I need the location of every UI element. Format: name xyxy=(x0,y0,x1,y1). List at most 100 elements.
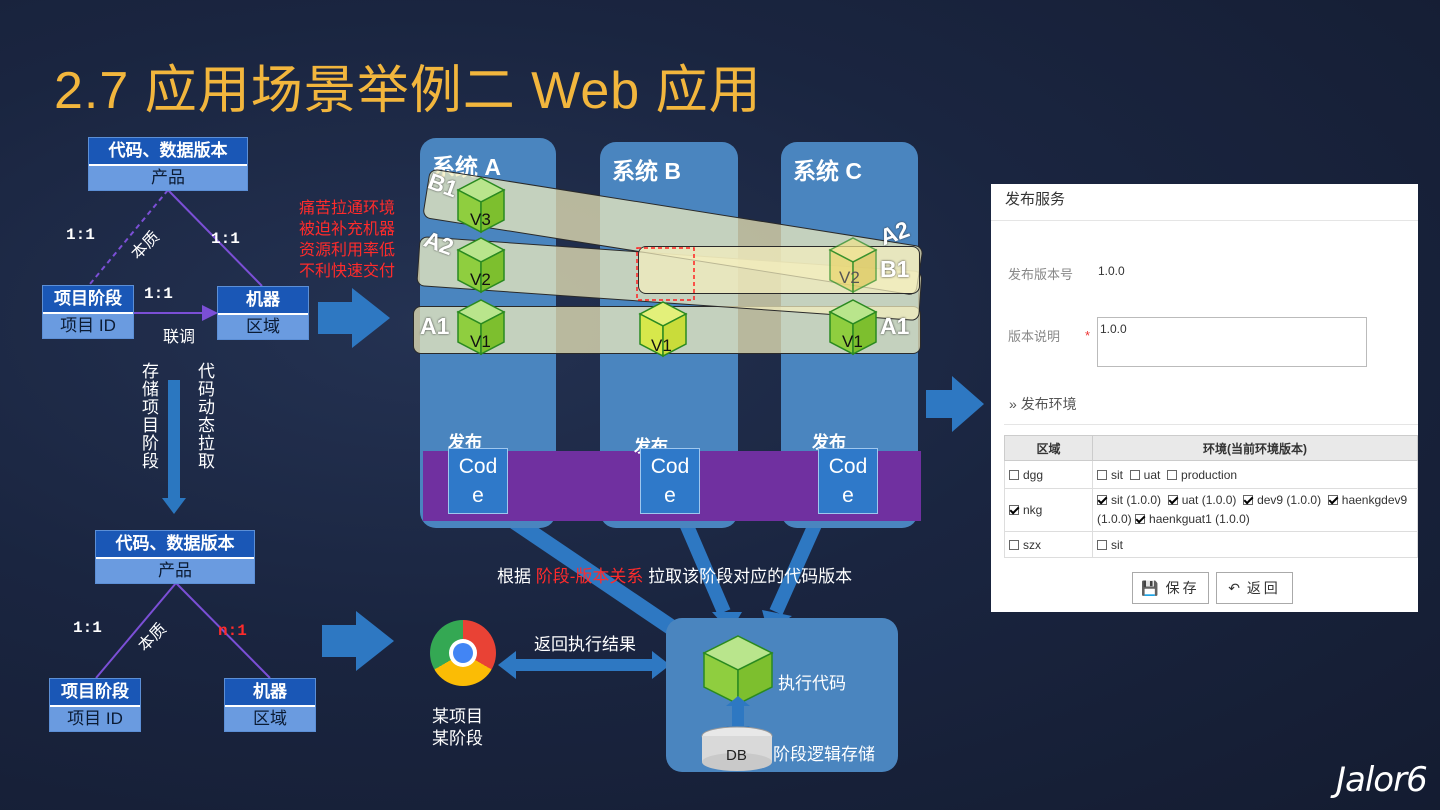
region-checkbox[interactable] xyxy=(1009,505,1019,515)
browser-caption-line: 某项目 xyxy=(432,707,483,726)
region-cell: szx xyxy=(1004,531,1093,558)
browser-caption-line: 某阶段 xyxy=(432,729,483,748)
cube-label: V1 xyxy=(842,332,863,351)
env-section-label: 发布环境 xyxy=(1020,396,1077,412)
product-box-top: 代码、数据版本 产品 xyxy=(88,137,248,191)
ratio-left-bottom: 1:1 xyxy=(73,619,102,637)
region-name: dgg xyxy=(1023,467,1044,482)
fetch-caption-highlight: 阶段-版本关系 xyxy=(535,567,644,586)
env-name: uat (1.0.0) xyxy=(1181,493,1237,507)
region-checkbox[interactable] xyxy=(1009,539,1019,550)
code-doc-icon: Cod e xyxy=(448,448,508,514)
browser-caption: 某项目 某阶段 xyxy=(432,706,483,750)
back-arrow-icon: ↶ xyxy=(1228,580,1240,596)
region-cell: dgg xyxy=(1004,460,1093,489)
cube-label: V1 xyxy=(470,332,491,351)
version-label: 发布版本号 xyxy=(1008,267,1074,282)
save-label: 保存 xyxy=(1165,580,1200,596)
env-checkbox[interactable] xyxy=(1327,495,1338,505)
product-body: 产品 xyxy=(89,166,247,190)
stage-header: 项目阶段 xyxy=(50,679,140,707)
ratio-mid-top: 1:1 xyxy=(144,285,173,303)
env-cell: sit (1.0.0) uat (1.0.0) dev9 (1.0.0) hae… xyxy=(1092,488,1418,532)
ratio-right-bottom: n:1 xyxy=(218,622,247,640)
region-cell: nkg xyxy=(1004,488,1093,532)
env-name: uat xyxy=(1143,467,1161,482)
jalor-logo: Jalor6 xyxy=(1336,760,1428,800)
publish-service-panel: 发布服务 发布版本号 1.0.0 版本说明 * 1.0.0 » 发布环境 区域 … xyxy=(991,184,1418,612)
machine-body: 区域 xyxy=(218,315,308,339)
env-name: dev9 (1.0.0) xyxy=(1257,493,1322,507)
table-row: dgg sit uat production xyxy=(1004,460,1418,489)
env-checkbox[interactable] xyxy=(1167,469,1178,480)
machine-header: 机器 xyxy=(225,679,315,707)
env-table: 区域 环境(当前环境版本) dgg sit uat production nkg… xyxy=(1004,435,1418,558)
pain-point: 被迫补充机器 xyxy=(299,221,396,238)
env-section-toggle[interactable]: » 发布环境 xyxy=(1009,394,1077,414)
env-checkbox[interactable] xyxy=(1243,495,1254,505)
cube-icon xyxy=(456,177,878,358)
region-name: szx xyxy=(1023,537,1041,552)
save-button[interactable]: 💾 保存 xyxy=(1132,572,1209,604)
cube-label: V3 xyxy=(470,210,491,229)
back-label: 返回 xyxy=(1246,580,1281,596)
publish-label: 发布 xyxy=(812,433,846,452)
cube-label: V2 xyxy=(470,270,491,289)
env-divider xyxy=(1004,424,1418,425)
env-checkbox[interactable] xyxy=(1135,514,1146,524)
env-cell: sit xyxy=(1092,531,1418,558)
chevron-down-icon: » xyxy=(1009,396,1017,412)
ratio-right-top: 1:1 xyxy=(211,230,240,248)
desc-textarea[interactable]: 1.0.0 xyxy=(1097,317,1367,367)
env-checkbox[interactable] xyxy=(1167,495,1178,505)
stage-header: 项目阶段 xyxy=(43,286,133,314)
pain-point: 痛苦拉通环境 xyxy=(299,200,396,217)
system-b-name: 系统 B xyxy=(612,158,681,184)
env-name: sit xyxy=(1111,537,1123,552)
col-env: 环境(当前环境版本) xyxy=(1092,435,1418,461)
env-checkbox[interactable] xyxy=(1097,469,1107,480)
save-icon: 💾 xyxy=(1141,580,1159,596)
stage-body: 项目 ID xyxy=(50,707,140,731)
db-label: DB xyxy=(726,747,747,764)
fetch-code-note: 代码动态拉取 xyxy=(195,362,214,470)
panel-divider xyxy=(991,220,1418,221)
fetch-caption-pre: 根据 xyxy=(497,567,536,586)
product-box-bottom: 代码、数据版本 产品 xyxy=(95,530,255,584)
product-header: 代码、数据版本 xyxy=(89,138,247,166)
machine-box-top: 机器 区域 xyxy=(217,286,309,340)
stage-box-top: 项目阶段 项目 ID xyxy=(42,285,134,339)
env-checkbox[interactable] xyxy=(1097,495,1107,505)
env-checkbox[interactable] xyxy=(1097,539,1107,550)
env-cell: sit uat production xyxy=(1092,460,1418,489)
linked-label: 联调 xyxy=(163,329,196,346)
pain-point: 资源利用率低 xyxy=(299,242,396,259)
fetch-caption-post: 拉取该阶段对应的代码版本 xyxy=(643,567,853,586)
cube-label: V2 xyxy=(839,268,860,287)
cube-icon xyxy=(702,635,774,706)
region-checkbox[interactable] xyxy=(1009,469,1019,480)
code-doc-icon: Cod e xyxy=(818,448,878,514)
env-name: sit xyxy=(1111,467,1123,482)
stage-box-bottom: 项目阶段 项目 ID xyxy=(49,678,141,732)
cube-label: V1 xyxy=(651,336,672,355)
region-name: nkg xyxy=(1023,503,1043,517)
publish-label: 发布 xyxy=(448,433,482,452)
product-body: 产品 xyxy=(96,559,254,583)
fetch-caption: 根据 阶段-版本关系 拉取该阶段对应的代码版本 xyxy=(497,562,852,587)
layer-b1-label-right: B1 xyxy=(880,256,910,282)
pain-point: 不利快速交付 xyxy=(299,263,396,280)
table-row: szx sit xyxy=(1004,531,1418,558)
product-header: 代码、数据版本 xyxy=(96,531,254,559)
back-button[interactable]: ↶ 返回 xyxy=(1216,572,1293,604)
version-value: 1.0.0 xyxy=(1098,264,1125,278)
env-name: haenkgdev9 (1.0.0) xyxy=(1097,493,1408,526)
ratio-left-top: 1:1 xyxy=(66,226,95,244)
col-region: 区域 xyxy=(1004,435,1093,461)
slide-title: 2.7 应用场景举例二 Web 应用 xyxy=(54,62,762,120)
env-table-header: 区域 环境(当前环境版本) xyxy=(1004,435,1418,461)
panel-title: 发布服务 xyxy=(1005,191,1066,208)
env-checkbox[interactable] xyxy=(1129,469,1140,480)
